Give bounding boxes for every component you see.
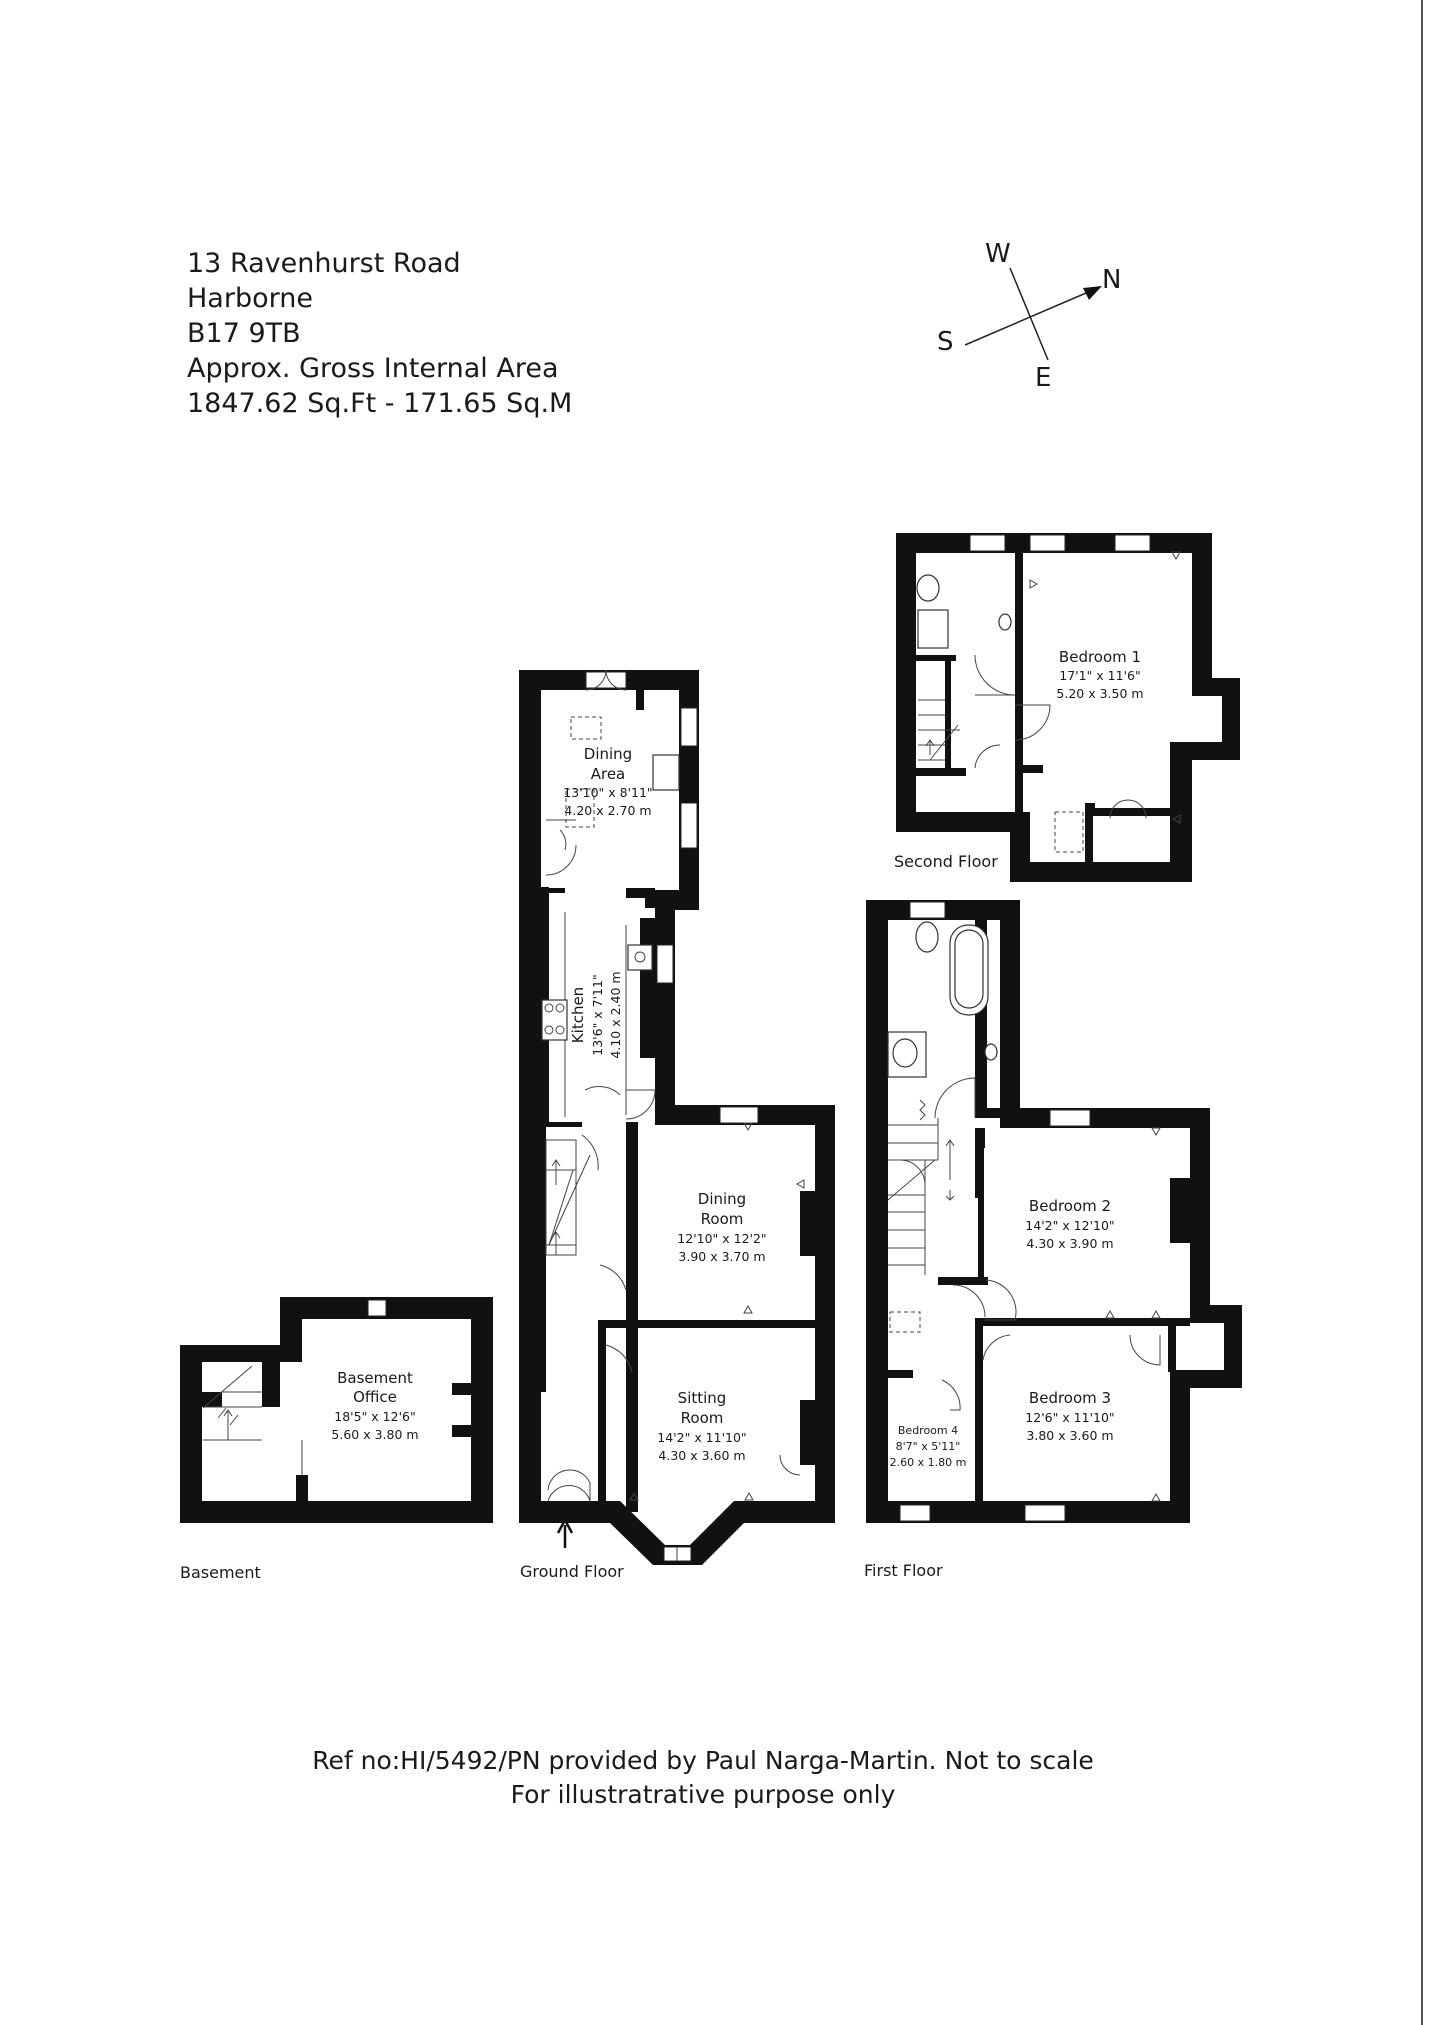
dining-room-name-2: Room	[701, 1210, 744, 1228]
address-line-1: 13 Ravenhurst Road	[187, 248, 461, 279]
bedroom-1-imperial: 17'1" x 11'6"	[1059, 668, 1140, 683]
basement-plan: Basement Office 18'5" x 12'6" 5.60 x 3.8…	[180, 1297, 493, 1582]
dining-room-name-1: Dining	[698, 1190, 746, 1208]
compass-north: N	[1102, 265, 1121, 295]
bedroom-3-imperial: 12'6" x 11'10"	[1025, 1410, 1114, 1425]
first-floor-label: First Floor	[864, 1561, 943, 1580]
compass-east: E	[1035, 363, 1051, 393]
sitting-room-metric: 4.30 x 3.60 m	[658, 1448, 745, 1463]
footer-disclaimer: For illustratrative purpose only	[511, 1780, 896, 1809]
sitting-room-imperial: 14'2" x 11'10"	[657, 1430, 746, 1445]
dining-area-name-1: Dining	[584, 745, 632, 763]
basement-floor-label: Basement	[180, 1563, 261, 1582]
dining-area-name-2: Area	[591, 765, 626, 783]
second-floor-label: Second Floor	[894, 852, 998, 871]
entrance-arrow-icon	[556, 1517, 574, 1548]
basement-office-metric: 5.60 x 3.80 m	[331, 1427, 418, 1442]
compass-west: W	[985, 239, 1011, 269]
area-value: 1847.62 Sq.Ft - 171.65 Sq.M	[187, 388, 572, 419]
area-label: Approx. Gross Internal Area	[187, 353, 559, 384]
bedroom-2-metric: 4.30 x 3.90 m	[1026, 1236, 1113, 1251]
kitchen-imperial: 13'6" x 7'11"	[590, 974, 605, 1055]
kitchen-name: Kitchen	[569, 987, 587, 1043]
basement-office-imperial: 18'5" x 12'6"	[334, 1409, 415, 1424]
bedroom-3-metric: 3.80 x 3.60 m	[1026, 1428, 1113, 1443]
bedroom-2-name: Bedroom 2	[1029, 1197, 1111, 1215]
ground-floor-label: Ground Floor	[520, 1562, 624, 1581]
sitting-room-name-2: Room	[681, 1409, 724, 1427]
dining-room-imperial: 12'10" x 12'2"	[677, 1231, 766, 1246]
address-block: 13 Ravenhurst Road Harborne B17 9TB Appr…	[187, 248, 572, 419]
address-line-2: Harborne	[187, 283, 313, 314]
sitting-room-name-1: Sitting	[678, 1389, 727, 1407]
dining-area-imperial: 13'10" x 8'11"	[563, 785, 652, 800]
bedroom-3-name: Bedroom 3	[1029, 1389, 1111, 1407]
footer: Ref no:HI/5492/PN provided by Paul Narga…	[312, 1746, 1094, 1809]
second-floor-plan: Bedroom 1 17'1" x 11'6" 5.20 x 3.50 m Se…	[894, 533, 1240, 882]
bedroom-4-imperial: 8'7" x 5'11"	[896, 1440, 961, 1453]
kitchen-metric: 4.10 x 2.40 m	[608, 971, 623, 1058]
bedroom-1-name: Bedroom 1	[1059, 648, 1141, 666]
postcode: B17 9TB	[187, 318, 301, 349]
basement-office-name-2: Office	[353, 1388, 397, 1406]
bedroom-1-metric: 5.20 x 3.50 m	[1056, 686, 1143, 701]
first-floor-plan: Bedroom 2 14'2" x 12'10" 4.30 x 3.90 m B…	[864, 900, 1242, 1580]
dining-room-metric: 3.90 x 3.70 m	[678, 1249, 765, 1264]
dining-area-metric: 4.20 x 2.70 m	[564, 803, 651, 818]
compass-south: S	[937, 327, 954, 357]
bedroom-4-metric: 2.60 x 1.80 m	[890, 1456, 967, 1469]
footer-reference: Ref no:HI/5492/PN provided by Paul Narga…	[312, 1746, 1094, 1775]
basement-office-name-1: Basement	[337, 1369, 413, 1387]
bedroom-4-name: Bedroom 4	[898, 1424, 958, 1437]
compass-icon: N S E W	[937, 239, 1121, 393]
ground-floor-plan: Dining Area 13'10" x 8'11" 4.20 x 2.70 m…	[519, 669, 835, 1581]
bedroom-2-imperial: 14'2" x 12'10"	[1025, 1218, 1114, 1233]
